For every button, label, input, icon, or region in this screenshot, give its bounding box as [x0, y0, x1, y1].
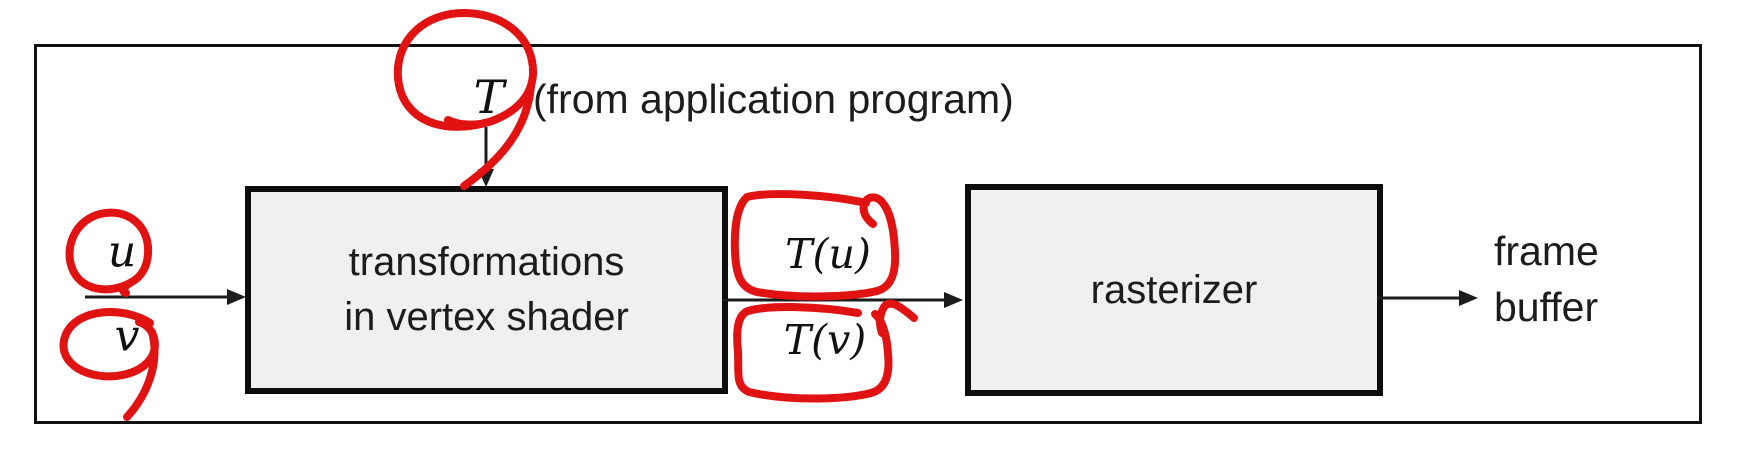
frame-buffer-label: frame buffer — [1494, 223, 1599, 335]
vertex-shader-label-line1: transformations — [348, 240, 625, 284]
frame-buffer-line2: buffer — [1494, 284, 1599, 330]
frame-buffer-line1: frame — [1494, 228, 1599, 274]
vertex-shader-label-line2: in vertex shader — [344, 295, 629, 339]
vertex-shader-box: transformations in vertex shader — [245, 186, 728, 394]
rasterizer-label: rasterizer — [1090, 267, 1258, 312]
transformed-v-label: T(v) — [783, 316, 867, 364]
title-note: (from application program) — [533, 76, 1014, 122]
rasterizer-box: rasterizer — [965, 184, 1383, 396]
input-v-label: v — [114, 310, 140, 362]
transformed-u-label: T(u) — [785, 230, 871, 278]
input-u-label: u — [107, 226, 137, 278]
diagram-outer-frame — [34, 44, 1702, 424]
transform-symbol-t: T — [473, 70, 505, 124]
